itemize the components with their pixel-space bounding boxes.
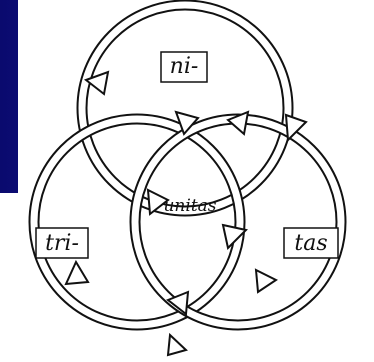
label-top-box: ni- [161, 52, 207, 82]
label-right-box: tas [284, 228, 338, 258]
white-card [0, 193, 18, 362]
label-left-box: tri- [36, 228, 88, 258]
label-right: tas [294, 231, 327, 256]
label-center: unitas [163, 196, 216, 216]
label-top: ni- [170, 54, 199, 79]
label-left: tri- [45, 231, 79, 256]
arrow-bottom-center [256, 270, 276, 292]
arrow-bottom [168, 335, 186, 355]
arrow-left-bottom [66, 262, 88, 284]
trinitas-diagram: ni- tri- tas unitas [18, 0, 374, 362]
ring-top [82, 5, 288, 211]
